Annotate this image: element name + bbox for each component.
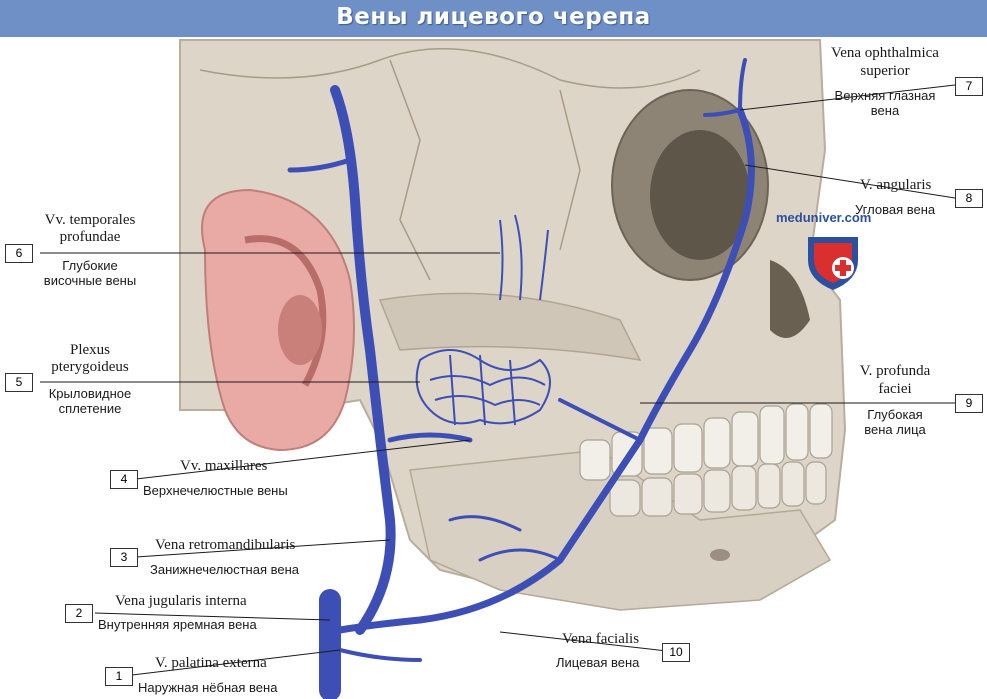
label-2-russian: Внутренняя яремная вена <box>98 617 257 632</box>
label-4-latin: Vv. maxillares <box>180 458 268 474</box>
label-6-number: 6 <box>5 244 33 263</box>
zygomatic-arch <box>378 292 642 361</box>
label-2-latin: Vena jugularis interna <box>115 593 247 609</box>
label-4-number: 4 <box>110 470 138 489</box>
skull-illustration <box>40 39 956 699</box>
label-5-latin-1: Plexus <box>69 342 110 358</box>
label-4-russian: Верхнечелюстные вены <box>143 483 288 498</box>
lower-teeth <box>609 461 827 517</box>
shield-logo <box>808 237 858 290</box>
page-title: Вены лицевого черепа <box>336 4 651 30</box>
label-9-latin-2: faciei <box>878 381 912 397</box>
label-6-latin-2: profundae <box>59 229 121 245</box>
label-1-russian: Наружная нёбная вена <box>138 680 278 695</box>
label-7-number: 7 <box>955 77 983 96</box>
label-10-number: 10 <box>662 643 690 662</box>
label-8-russian: Угловая вена <box>855 202 936 217</box>
suture <box>199 48 701 89</box>
label-6-russian-2: височные вены <box>43 273 137 288</box>
leader-lines <box>40 84 956 676</box>
label-5-latin-2: pterygoideus <box>51 359 129 375</box>
watermark-text: meduniver.com <box>776 210 872 225</box>
pterygoid-plexus <box>415 349 551 426</box>
label-1-latin: V. palatina externa <box>155 655 267 671</box>
label-3-number: 3 <box>110 548 138 567</box>
label-9-latin-1: V. profunda <box>859 363 931 379</box>
ear-canal <box>278 295 322 365</box>
label-10-russian: Лицевая вена <box>556 655 640 670</box>
deep-temporal-veins <box>499 214 549 301</box>
nasal-cavity <box>770 260 810 338</box>
label-1-number: 1 <box>105 667 133 686</box>
label-6-latin-1: Vv. temporales <box>44 212 136 228</box>
label-9-russian-1: Глубокая <box>867 407 923 422</box>
orbit-inner <box>650 130 750 260</box>
label-6-russian-1: Глубокие <box>62 258 118 273</box>
label-8-latin: V. angularis <box>860 177 932 193</box>
suture <box>559 89 581 251</box>
ear-inner <box>244 235 327 387</box>
label-7-russian-1: Верхняя глазная <box>834 88 936 103</box>
label-10-latin: Vena facialis <box>562 631 640 647</box>
mental-foramen <box>710 549 730 561</box>
label-5-russian-2: сплетение <box>58 401 122 416</box>
ear <box>201 188 355 452</box>
label-7-latin-2: superior <box>860 63 910 79</box>
label-5-number: 5 <box>5 373 33 392</box>
title-bar <box>0 0 987 37</box>
label-2-number: 2 <box>65 604 93 623</box>
label-5-russian-1: Крыловидное <box>48 386 132 401</box>
label-7-russian-2: вена <box>870 103 900 118</box>
main-veins <box>287 58 755 699</box>
label-9-russian-2: вена лица <box>864 422 926 437</box>
label-3-latin: Vena retromandibularis <box>155 537 296 553</box>
label-3-russian: Занижнечелюстная вена <box>150 562 300 577</box>
label-9-number: 9 <box>955 394 983 413</box>
suture <box>389 59 431 281</box>
label-8-number: 8 <box>955 189 983 208</box>
label-7-latin-1: Vena ophthalmica <box>831 45 939 61</box>
